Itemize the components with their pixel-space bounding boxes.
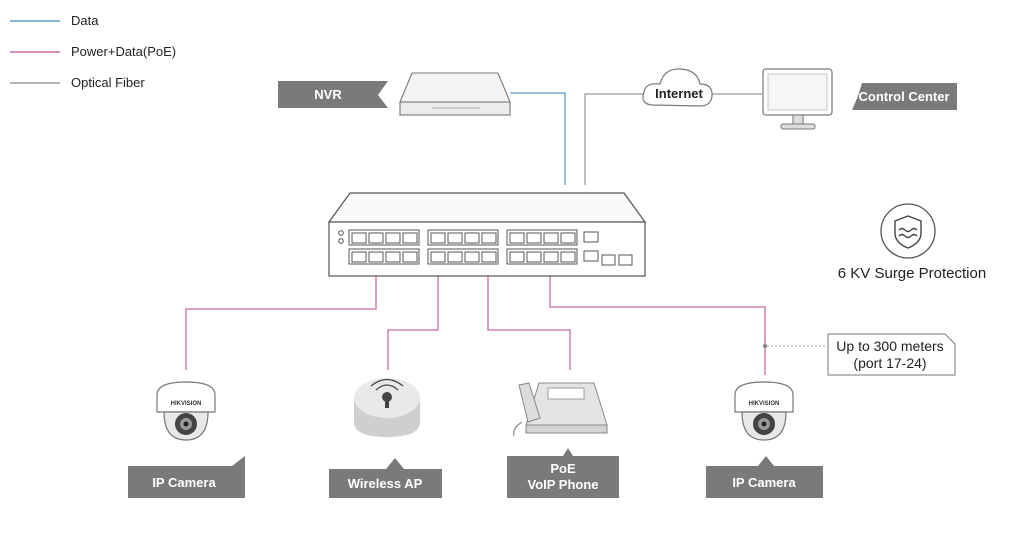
camera-right-label: IP Camera xyxy=(732,475,796,490)
rj45-port xyxy=(509,251,525,263)
nvr-device xyxy=(399,72,511,116)
sfp-port xyxy=(618,254,633,266)
rj45-port xyxy=(447,232,463,244)
distance-marker-dot xyxy=(762,343,768,349)
shield-waves-icon xyxy=(894,215,922,249)
camera-left-brand: HIKVISION xyxy=(171,401,202,407)
rj45-port xyxy=(402,232,418,244)
poe-link-camera-right xyxy=(549,276,766,375)
legend: Data Power+Data(PoE) Optical Fiber xyxy=(10,13,176,90)
rj45-port xyxy=(351,232,367,244)
fiber-link-internet xyxy=(584,93,647,185)
rj45-port xyxy=(464,232,480,244)
port-group xyxy=(506,229,578,246)
rj45-port xyxy=(526,232,542,244)
distance-callout: Up to 300 meters (port 17-24) xyxy=(827,333,956,376)
port-group xyxy=(348,229,420,246)
sfp-port xyxy=(583,231,599,243)
rj45-port xyxy=(430,232,446,244)
rj45-port xyxy=(351,251,367,263)
surge-protection: 6 KV Surge Protection xyxy=(838,203,986,282)
dome-camera-icon: HIKVISION xyxy=(156,381,216,441)
camera-right-brand: HIKVISION xyxy=(749,401,780,407)
switch-ports xyxy=(348,229,633,266)
rj45-port xyxy=(464,251,480,263)
voip-phone-tag: PoE VoIP Phone xyxy=(507,448,619,498)
voip-label-line1: PoE xyxy=(550,461,576,476)
status-led xyxy=(338,230,344,236)
monitor-icon xyxy=(762,68,833,130)
nvr-label: NVR xyxy=(314,87,342,102)
data-link-nvr xyxy=(510,92,566,185)
rj45-port xyxy=(430,251,446,263)
sfp-port xyxy=(583,250,599,262)
legend-label-fiber: Optical Fiber xyxy=(71,75,145,90)
voip-phone-icon xyxy=(513,382,608,437)
control-center-label: Control Center xyxy=(859,89,950,104)
connections xyxy=(185,92,826,375)
sfp-port xyxy=(601,254,616,266)
port-group xyxy=(427,248,499,265)
rj45-port xyxy=(543,232,559,244)
camera-left-label: IP Camera xyxy=(152,475,216,490)
legend-label-poe: Power+Data(PoE) xyxy=(71,44,176,59)
surge-label: 6 KV Surge Protection xyxy=(838,265,986,282)
wireless-ap-tag: Wireless AP xyxy=(329,458,442,498)
rj45-port xyxy=(481,232,497,244)
poe-link-ap xyxy=(387,276,439,370)
distance-line1: Up to 300 meters xyxy=(836,338,943,354)
wireless-ap-label: Wireless AP xyxy=(348,476,423,491)
port-group xyxy=(427,229,499,246)
rj45-port xyxy=(560,232,576,244)
cloud-icon: Internet xyxy=(642,68,713,107)
internet-label: Internet xyxy=(655,86,703,101)
rj45-port xyxy=(447,251,463,263)
rj45-port xyxy=(509,232,525,244)
poe-link-camera-left xyxy=(185,276,377,370)
rj45-port xyxy=(385,251,401,263)
distance-line2: (port 17-24) xyxy=(853,355,926,371)
rj45-port xyxy=(368,232,384,244)
status-led xyxy=(338,238,344,244)
nvr-tag: NVR xyxy=(278,81,388,108)
rj45-port xyxy=(526,251,542,263)
port-group xyxy=(506,248,578,265)
rj45-port xyxy=(368,251,384,263)
rj45-port xyxy=(543,251,559,263)
camera-right-tag: IP Camera xyxy=(706,456,823,498)
rj45-port xyxy=(402,251,418,263)
camera-left-tag: IP Camera xyxy=(128,456,245,498)
port-group xyxy=(348,248,420,265)
legend-label-data: Data xyxy=(71,13,99,28)
rj45-port xyxy=(385,232,401,244)
poe-switch xyxy=(327,192,647,277)
wireless-ap-icon xyxy=(354,378,420,437)
voip-label-line2: VoIP Phone xyxy=(527,477,598,492)
rj45-port xyxy=(481,251,497,263)
dome-camera-icon: HIKVISION xyxy=(734,381,794,441)
control-center-tag: Control Center xyxy=(852,83,957,110)
rj45-port xyxy=(560,251,576,263)
poe-link-phone xyxy=(487,276,571,370)
